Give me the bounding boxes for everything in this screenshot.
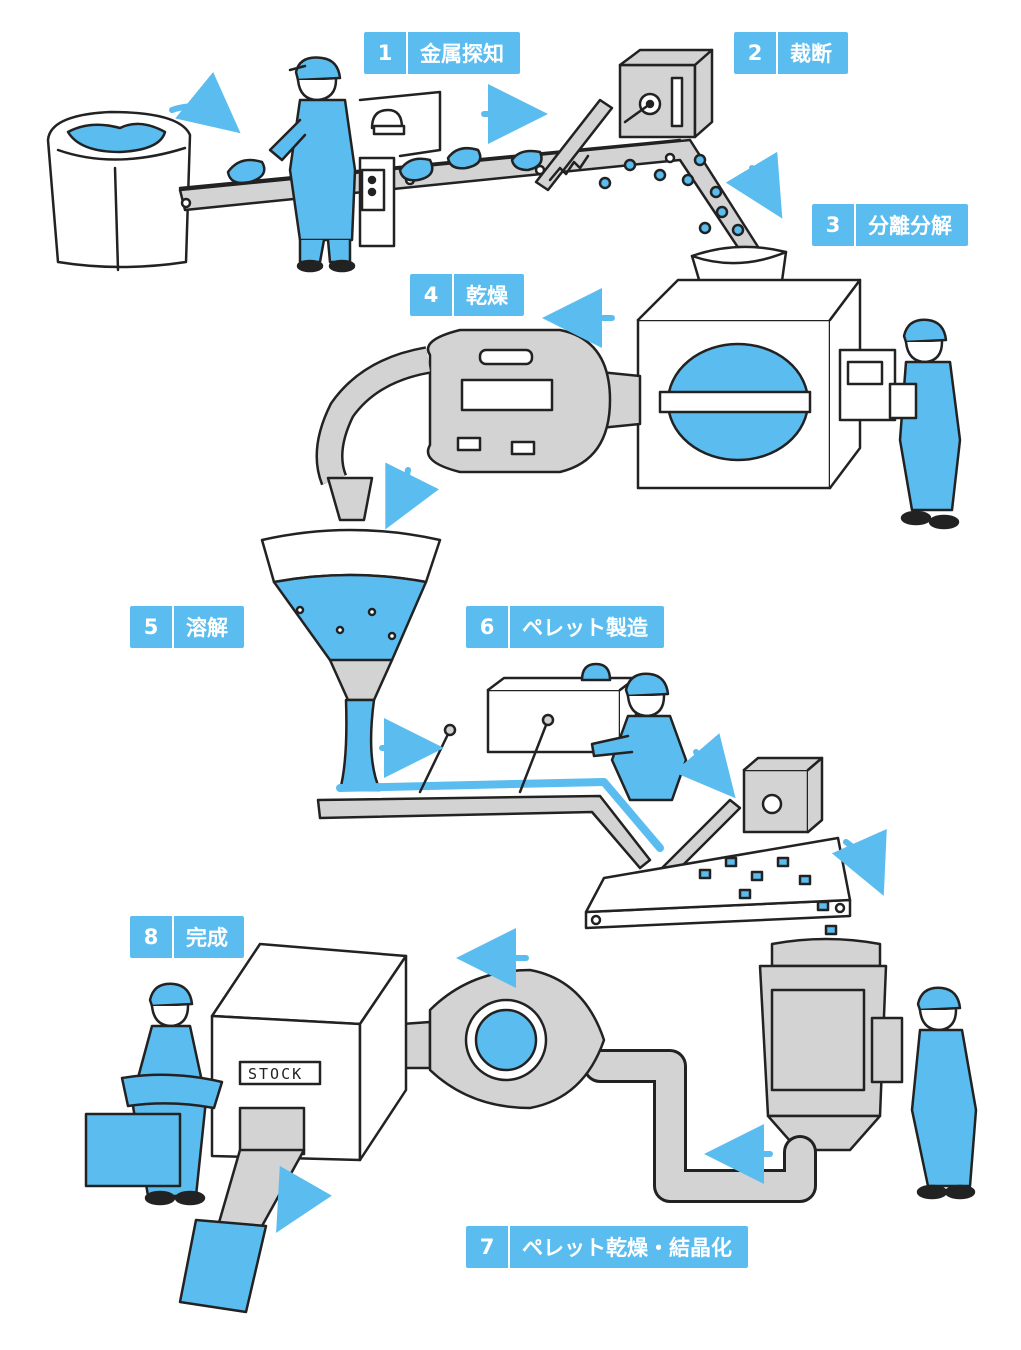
separation-machine: [636, 278, 897, 490]
worker-6: [590, 672, 688, 802]
pipes: [583, 1049, 817, 1203]
step-number-7: 7: [466, 1226, 510, 1268]
step-number-4: 4: [410, 274, 454, 316]
crystallizer: [758, 937, 904, 1152]
flow-arrows-row1: [169, 71, 783, 219]
worker-8: [84, 982, 224, 1206]
step-text-1: 金属探知: [420, 42, 504, 66]
worker-3: [888, 318, 962, 530]
step-number-8: 8: [130, 916, 174, 958]
step-label-1: 1 金属探知: [364, 32, 520, 74]
step-text-6: ペレット製造: [522, 616, 648, 640]
pellet-dryer: [372, 968, 606, 1110]
stock-sign: STOCK: [248, 1065, 303, 1083]
step-label-8: 8 完成: [130, 916, 244, 958]
metal-detector: [358, 90, 442, 248]
step-label-4: 4 乾燥: [410, 274, 524, 316]
step-text-3: 分離分解: [868, 214, 952, 238]
step-label-5: 5 溶解: [130, 606, 244, 648]
step-text-4: 乾燥: [466, 284, 508, 308]
step-label-6: 6 ペレット製造: [466, 606, 664, 648]
flow-arrows-row3: [379, 718, 887, 896]
step-label-7: 7 ペレット乾燥・結晶化: [466, 1226, 748, 1268]
step-number-5: 5: [130, 606, 174, 648]
cutter-machine: [534, 48, 714, 192]
worker-7: [910, 986, 978, 1200]
flow-arrows-row4: [276, 928, 773, 1233]
finished-bag: [178, 1218, 268, 1314]
stock-bin: [210, 942, 408, 1228]
step-number-3: 3: [812, 204, 856, 246]
pellet-cutter: [584, 756, 852, 930]
step-number-2: 2: [734, 32, 778, 74]
waste-bag: [46, 110, 192, 272]
dryer-drum: [315, 328, 642, 548]
worker-1: [268, 56, 357, 273]
step-text-5: 溶解: [186, 616, 228, 640]
step-number-6: 6: [466, 606, 510, 648]
step-label-2: 2 裁断: [734, 32, 848, 74]
step-text-2: 裁断: [790, 42, 832, 66]
step-number-1: 1: [364, 32, 408, 74]
step-text-8: 完成: [186, 926, 228, 950]
melting-hopper: [260, 528, 442, 792]
step-label-3: 3 分離分解: [812, 204, 968, 246]
flow-arrows-row2: [385, 288, 615, 530]
plastic-flakes-1: [226, 147, 745, 237]
step-text-7: ペレット乾燥・結晶化: [522, 1236, 732, 1260]
